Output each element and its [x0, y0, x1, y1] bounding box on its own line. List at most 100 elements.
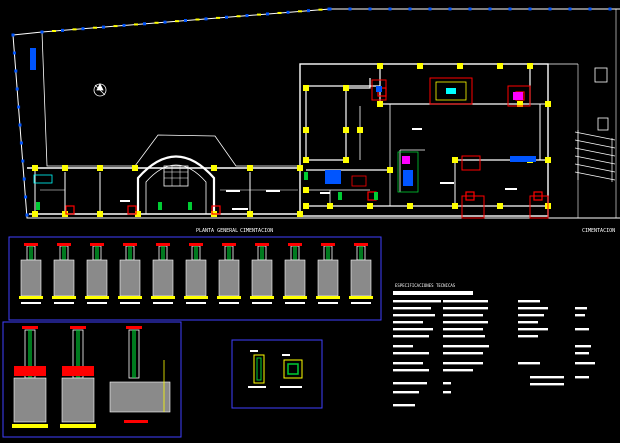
- footing-detail: [316, 243, 340, 304]
- level-tag: [57, 243, 71, 246]
- level-tag: [189, 243, 203, 246]
- footing-marker: [65, 205, 75, 215]
- spec-line: [393, 345, 413, 348]
- footing-detail: [151, 243, 175, 304]
- column-marker: [297, 211, 303, 217]
- building-outline: [299, 63, 549, 217]
- column-rebar: [28, 330, 32, 378]
- section-marker: [188, 202, 192, 210]
- spec-line: [443, 307, 488, 310]
- boundary-tick: [216, 16, 220, 19]
- boundary-marker: [204, 17, 208, 21]
- boundary-tick: [318, 8, 323, 11]
- boundary-marker: [368, 7, 372, 11]
- footing-base: [124, 420, 148, 423]
- spec-line: [575, 314, 585, 317]
- column-marker: [297, 165, 303, 171]
- boundary-marker: [21, 159, 25, 163]
- column-marker: [377, 63, 383, 69]
- property-boundary: [12, 8, 620, 36]
- footing-body: [152, 259, 174, 297]
- boundary-tick: [236, 15, 241, 18]
- footing-body: [317, 259, 339, 297]
- boundary-tick: [195, 18, 200, 21]
- plan-label-foundation: CIMENTACION: [240, 228, 274, 234]
- boundary-marker: [163, 20, 167, 24]
- level-tag: [24, 243, 38, 246]
- property-boundary-left: [12, 34, 620, 219]
- footing-body: [86, 259, 108, 297]
- section-marker: [338, 192, 342, 200]
- column-marker: [517, 101, 523, 107]
- boundary-marker: [488, 7, 492, 11]
- spec-line: [443, 300, 488, 303]
- boundary-marker: [225, 15, 228, 19]
- spec-line: [393, 382, 427, 385]
- section-marker: [36, 202, 40, 210]
- column-detail: [109, 326, 171, 423]
- level-tag: [288, 243, 302, 246]
- column-marker: [343, 127, 349, 133]
- footing-base: [85, 296, 109, 299]
- spec-line: [518, 362, 540, 365]
- column-rebar: [293, 246, 297, 260]
- spec-line: [575, 345, 591, 348]
- spec-line: [393, 314, 435, 317]
- boundary-tick: [277, 11, 282, 14]
- boundary-marker: [328, 7, 332, 11]
- boundary-marker: [184, 19, 187, 23]
- spec-line: [393, 321, 423, 324]
- footing-base: [250, 296, 274, 299]
- column-rebar: [161, 246, 165, 260]
- footing-caption: [54, 302, 74, 304]
- column-rebar: [227, 246, 231, 260]
- spec-line: [393, 404, 415, 407]
- spec-line: [393, 352, 429, 355]
- boundary-marker: [40, 30, 44, 34]
- spec-line: [518, 300, 540, 303]
- column-marker: [247, 165, 253, 171]
- column-marker: [357, 127, 363, 133]
- spec-line: [443, 391, 451, 394]
- boundary-marker: [18, 123, 22, 127]
- inner-plot-line: [41, 31, 578, 167]
- column-rebar: [132, 330, 136, 378]
- spec-line: [518, 314, 544, 317]
- level-tag: [123, 243, 137, 246]
- column-rebar: [128, 246, 132, 260]
- boundary-marker: [19, 141, 23, 145]
- footing-caption: [252, 302, 272, 304]
- boundary-marker: [122, 23, 126, 27]
- boundary-marker: [468, 7, 472, 11]
- column-rebar: [260, 246, 264, 260]
- footing-marker: [127, 205, 137, 215]
- column-marker: [303, 187, 309, 193]
- column-marker: [303, 85, 309, 91]
- column-marker: [32, 165, 38, 171]
- footing-base: [217, 296, 241, 299]
- footing-caption: [318, 302, 338, 304]
- boundary-marker: [11, 33, 15, 37]
- spec-line: [443, 314, 483, 317]
- spec-line: [393, 391, 419, 394]
- spec-title: ESPECIFICACIONES TECNICAS: [395, 283, 456, 288]
- column-marker: [527, 63, 533, 69]
- column-marker: [97, 165, 103, 171]
- boundary-marker: [266, 12, 269, 16]
- footing-detail: [217, 243, 241, 304]
- spec-line: [575, 307, 587, 310]
- column-marker: [62, 211, 68, 217]
- boundary-tick: [134, 23, 138, 26]
- column-rebar: [76, 330, 80, 378]
- footing-body: [20, 259, 42, 297]
- spec-line: [530, 383, 564, 386]
- footing-detail: [184, 243, 208, 304]
- level-tag: [70, 326, 86, 329]
- column-marker: [247, 211, 253, 217]
- wall-foundation: [109, 381, 171, 413]
- boundary-marker: [608, 7, 612, 11]
- level-tag: [321, 243, 335, 246]
- column-marker: [62, 165, 68, 171]
- column-marker: [303, 127, 309, 133]
- spec-line: [518, 321, 538, 324]
